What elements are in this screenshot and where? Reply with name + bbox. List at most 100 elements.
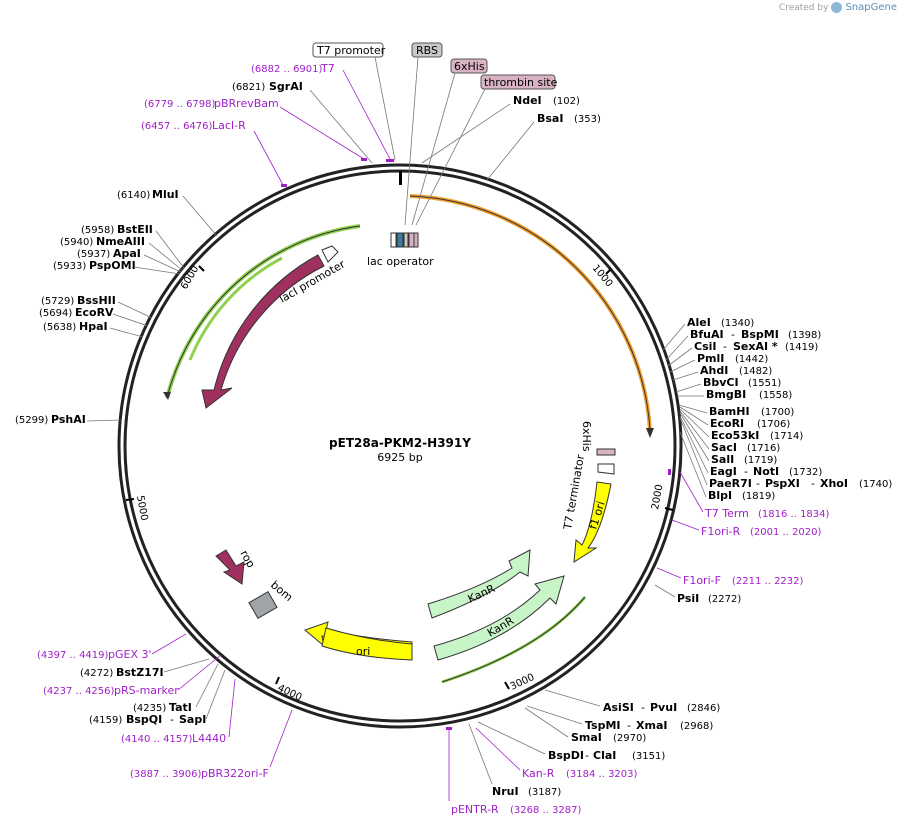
lac-operator-cluster: lac operator	[367, 232, 434, 268]
primer-t7-term-pos: (1816 .. 1834)	[758, 509, 830, 520]
site-eco53ki: Eco53kI (1714)	[679, 408, 803, 442]
site-paer7i-name3: XhoI	[820, 477, 848, 490]
snapgene-logo-icon	[831, 2, 843, 13]
boxed-feature-rbs: RBS	[404, 42, 443, 226]
primer-l4440-pos: (4140 .. 4157)	[121, 734, 193, 745]
site-bstz17i-pos: (4272)	[80, 668, 113, 679]
site-asisi: AsiSI - PvuI (2846)	[544, 689, 720, 714]
site-ecori-pos: (1706)	[757, 419, 790, 430]
site-paer7i-name: PaeR7I	[709, 477, 752, 490]
site-pshai: (5299) PshAI	[15, 413, 122, 426]
primer-kan-r: Kan-R (3184 .. 3203)	[475, 727, 638, 780]
site-asisi-name2: PvuI	[650, 701, 677, 714]
kanr-arrow-1	[427, 549, 531, 619]
primer-prs-marker: (4237 .. 4256) pRS-marker	[43, 654, 222, 697]
site-csii-name2: SexAI *	[733, 340, 778, 353]
site-ndei-pos: (102)	[553, 96, 580, 107]
site-alei-name: AleI	[687, 316, 711, 329]
site-bsshii-name: BssHII	[77, 294, 116, 307]
site-ecorv-pos: (5694)	[39, 308, 72, 319]
primer-pbrrevbam-name: pBRrevBam	[214, 97, 279, 110]
primer-pgex-3-pos: (4397 .. 4419)	[37, 650, 109, 661]
snapgene-brand: Created by SnapGene	[779, 2, 897, 13]
site-smai: SmaI (2970)	[524, 707, 646, 744]
site-blpi-pos: (1819)	[742, 491, 775, 502]
site-mlui: (6140) MluI	[117, 188, 218, 237]
site-saci-name: SacI	[711, 441, 737, 454]
primer-pbrrevbam-pos: (6779 .. 6798)	[144, 99, 216, 110]
site-blpi: BlpI (1819)	[679, 431, 775, 502]
primer-prs-marker-name: pRS-marker	[114, 684, 179, 697]
plasmid-size: 6925 bp	[377, 451, 422, 464]
site-asisi-dash: -	[641, 701, 645, 714]
site-paer7i-dash1: -	[756, 477, 760, 490]
kanr-arrow-2	[433, 575, 565, 661]
site-sali-name: SalI	[711, 453, 734, 466]
site-psii: PsiI (2272)	[654, 584, 741, 605]
6xhis-label: 6xHis	[454, 60, 485, 73]
primer-f1ori-r-pos: (2001 .. 2020)	[750, 527, 822, 538]
site-bspdi-pos: (3151)	[632, 751, 665, 762]
site-paer7i-dash2: -	[811, 477, 815, 490]
site-bamhi-pos: (1700)	[761, 407, 794, 418]
site-tspmi-name: TspMI	[585, 719, 621, 732]
tick-label-5000: 5000	[134, 495, 149, 522]
site-eagi: EagI - NotI (1732)	[679, 415, 822, 478]
tick-label-2000: 2000	[650, 484, 665, 511]
site-bstz17i-name: BstZ17I	[116, 666, 164, 679]
site-bfuai-dash: -	[731, 328, 735, 341]
site-csii-dash: -	[723, 340, 727, 353]
primer-pentr-r-pos: (3268 .. 3287)	[510, 805, 582, 816]
primer-kan-r-name: Kan-R	[522, 767, 555, 780]
origin-marker	[399, 171, 402, 185]
site-asisi-name: AsiSI	[603, 701, 634, 714]
site-pshai-name: PshAI	[51, 413, 86, 426]
site-sali: SalI (1719)	[679, 412, 777, 466]
site-ndei: NdeI (102)	[421, 94, 580, 164]
site-paer7i-pos: (1740)	[859, 479, 892, 490]
site-bbvci: BbvCI (1551)	[675, 376, 781, 393]
site-bmgbi: BmgBI (1558)	[677, 388, 792, 401]
rop-arrow	[215, 549, 245, 585]
tick-5000: 5000	[125, 495, 149, 522]
site-nrui-pos: (3187)	[528, 787, 561, 798]
site-tati-name: TatI	[169, 701, 192, 714]
primer-f1ori-f: F1ori-F (2211 .. 2232)	[656, 567, 804, 587]
site-eagi-pos: (1732)	[789, 467, 822, 478]
site-psii-pos: (2272)	[708, 594, 741, 605]
primer-laci-r-pos: (6457 .. 6476)	[141, 121, 213, 132]
site-tspmi-pos: (2968)	[680, 721, 713, 732]
brand-name: SnapGene	[845, 2, 897, 13]
site-nmeaiii-name: NmeAIII	[96, 235, 145, 248]
primer-t7: (6882 .. 6901) T7	[251, 62, 394, 162]
site-hpai-pos: (5638)	[43, 322, 76, 333]
site-bspqi-name2: SapI	[179, 713, 206, 726]
site-nmeaiii: (5940) NmeAIII	[60, 235, 183, 271]
site-bsteii: (5958) BstEII	[81, 223, 185, 269]
site-bmgbi-pos: (1558)	[759, 390, 792, 401]
site-eagi-name2: NotI	[753, 465, 779, 478]
site-hpai-name: HpaI	[79, 320, 108, 333]
primer-t7-pos: (6882 .. 6901)	[251, 64, 323, 75]
brand-prefix: Created by	[778, 2, 829, 13]
primer-prs-marker-pos: (4237 .. 4256)	[43, 686, 115, 697]
primer-pbr322ori-f-name: pBR322ori-F	[201, 767, 269, 780]
site-tspmi-dash: -	[627, 719, 631, 732]
site-smai-name: SmaI	[571, 731, 602, 744]
site-ecori-name: EcoRI	[710, 417, 744, 430]
primer-pgex-3: (4397 .. 4419) pGEX 3'	[37, 633, 187, 661]
site-hpai: (5638) HpaI	[43, 320, 144, 338]
site-tati: (4235) TatI	[133, 663, 219, 714]
tick-3000: 3000	[504, 672, 536, 693]
site-csii: CsiI - SexAI * (1419)	[667, 340, 818, 367]
site-ahdi: AhdI (1482)	[672, 364, 772, 381]
site-saci-pos: (1716)	[747, 443, 780, 454]
site-bsteii-name: BstEII	[117, 223, 153, 236]
site-bbvci-name: BbvCI	[703, 376, 739, 389]
ori-arrow-body	[321, 627, 413, 661]
primer-l4440-name: L4440	[192, 732, 226, 745]
site-psii-name: PsiI	[677, 592, 699, 605]
site-mlui-pos: (6140)	[117, 190, 150, 201]
site-eco53ki-pos: (1714)	[770, 431, 803, 442]
site-alei: AleI (1340)	[662, 316, 754, 351]
